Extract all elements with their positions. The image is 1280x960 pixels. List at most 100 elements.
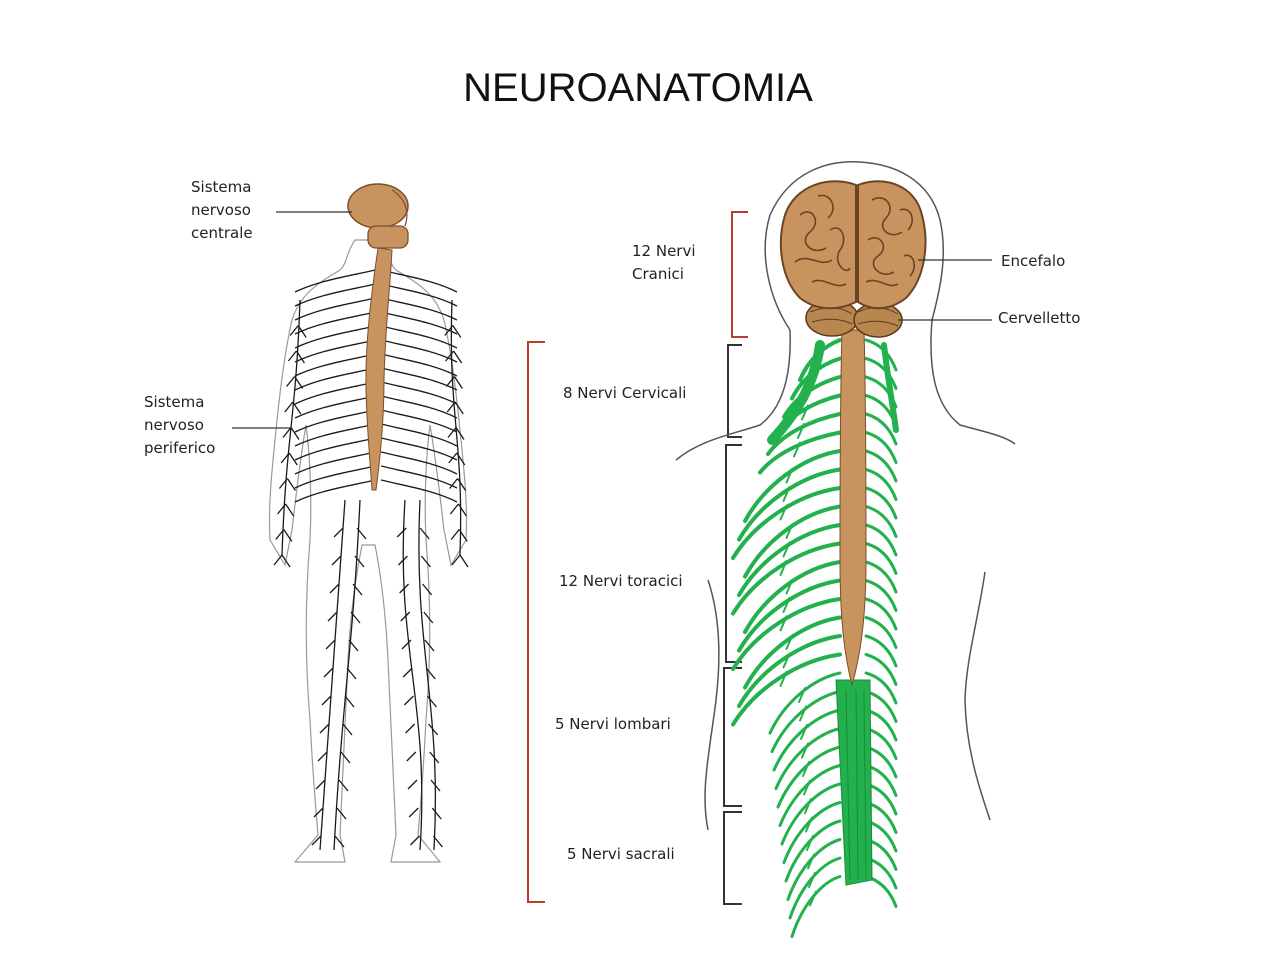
- nerve-branch: [294, 437, 376, 461]
- leg-nerve-twig: [319, 723, 353, 736]
- right-spinal-nerve: [864, 449, 898, 483]
- nerve-branch: [294, 465, 376, 489]
- arm-nerve-twig: [448, 452, 466, 466]
- leg-nerve-twig: [321, 695, 355, 708]
- nerve-branch: [294, 325, 376, 349]
- arm-nerve-twig: [273, 554, 291, 568]
- nerve-branch: [380, 367, 458, 391]
- arm-nerve-twig: [447, 427, 465, 440]
- right-shoulder-outline: [930, 319, 1016, 445]
- right-spinal-nerve: [864, 486, 898, 520]
- arm-nerve-twig: [445, 376, 463, 389]
- arm-nerve-twig: [444, 325, 462, 338]
- left-spinal-nerve: [782, 801, 842, 864]
- left-body-figure: Sistema nervoso centrale Sistema nervoso…: [144, 178, 469, 863]
- nerve-branch: [380, 269, 458, 293]
- leg-nerve-twig: [402, 667, 436, 680]
- leg-nerve-twig: [405, 723, 439, 736]
- spinal-nerve-twig: [809, 890, 817, 907]
- arm-nerve-twig: [286, 376, 304, 389]
- spinal-nerve-twig: [779, 615, 788, 632]
- spinal-nerve-twig: [785, 467, 794, 484]
- leg-nerve-twig: [409, 835, 443, 848]
- green-spinal-nerves: [731, 338, 899, 938]
- nerve-branch: [380, 353, 458, 377]
- left-spinal-nerve: [774, 727, 842, 790]
- spinal-nerve-twig: [785, 634, 794, 650]
- cervical-nerves-label: 8 Nervi Cervicali: [563, 384, 686, 402]
- arm-nerve-twig: [450, 529, 468, 542]
- cervical-bracket: [727, 344, 742, 438]
- lumbar-bracket: [723, 667, 742, 807]
- left-spinal-nerve: [786, 838, 842, 901]
- arm-nerve-twig: [275, 529, 293, 542]
- arm-nerve-twig: [280, 452, 298, 466]
- spinal-nerve-twig: [782, 486, 791, 502]
- nerve-branch: [380, 479, 458, 503]
- spinal-nerve-twig: [805, 816, 813, 833]
- nerve-branch: [380, 437, 458, 461]
- leg-nerve: [319, 499, 346, 851]
- left-spinal-nerve: [737, 467, 842, 542]
- spinal-nerve-twig: [797, 423, 805, 439]
- left-shoulder-outline: [675, 329, 791, 461]
- body-outline: [268, 239, 468, 863]
- leg-nerve-twig: [325, 639, 359, 652]
- cervical-plexus-right: [881, 342, 899, 433]
- left-spinal-cord: [365, 247, 393, 491]
- right-spinal-nerve: [864, 431, 898, 464]
- spinal-nerve-twig: [798, 687, 806, 703]
- cns-label: Sistema nervoso centrale: [191, 178, 256, 242]
- cranial-label-line-1: 12 Nervi: [632, 242, 696, 260]
- cns-label-line-3: centrale: [191, 224, 253, 242]
- right-spinal-nerve: [864, 560, 898, 594]
- pns-label-line-1: Sistema: [144, 393, 204, 411]
- head-outline: [764, 161, 945, 331]
- left-spinal-nerve: [743, 560, 842, 634]
- left-spinal-nerve: [737, 634, 842, 708]
- red-brackets: [527, 211, 748, 903]
- leg-nerve-twig: [313, 807, 347, 820]
- cranial-nerves-label: 12 Nervi Cranici: [632, 242, 700, 283]
- spinal-nerve-twig: [799, 705, 807, 722]
- sacral-bracket: [723, 811, 742, 905]
- right-spinal-nerve: [864, 579, 898, 612]
- pns-label-line-3: periferico: [144, 439, 215, 457]
- cauda-equina: [835, 679, 873, 886]
- lumbar-nerves-label: 5 Nervi lombari: [555, 715, 671, 733]
- spinal-nerve-twig: [779, 504, 788, 521]
- encephalon-label: Encefalo: [1001, 252, 1065, 270]
- arm-nerve-twig: [445, 350, 463, 364]
- cranial-label-line-2: Cranici: [632, 265, 684, 283]
- leg-nerve-twig: [408, 807, 442, 820]
- left-spinal-nerve: [772, 708, 842, 772]
- spinal-nerve-twig: [807, 853, 815, 870]
- arm-nerve-twig: [449, 478, 467, 491]
- leg-nerve-twig: [400, 611, 434, 624]
- left-spinal-nerve: [784, 819, 842, 883]
- sacral-nerves-label: 5 Nervi sacrali: [567, 845, 675, 863]
- right-spinal-nerve: [864, 468, 898, 501]
- left-spinal-nerve: [766, 412, 842, 456]
- spinal-nerve-twig: [793, 441, 801, 458]
- pns-label-line-2: nervoso: [144, 416, 204, 434]
- left-spinal-nerve: [737, 578, 842, 653]
- cns-label-line-2: nervoso: [191, 201, 251, 219]
- left-spinal-nerve: [731, 541, 842, 616]
- slide-title: NEUROANATOMIA: [463, 66, 813, 110]
- spinal-nerve-twig: [803, 779, 811, 796]
- arm-nerve-twig: [284, 401, 302, 415]
- right-spinal-cord: [839, 329, 867, 687]
- left-spinal-nerve: [743, 504, 842, 579]
- left-spinal-nerve: [743, 449, 842, 523]
- leg-nerve-twig: [399, 583, 433, 596]
- spinal-nerve-twig: [801, 404, 809, 421]
- right-spinal-nerve: [864, 616, 898, 649]
- spinal-nerve-twig: [808, 872, 816, 888]
- right-spinal-nerve: [864, 357, 898, 390]
- nerve-branch: [294, 297, 376, 321]
- nerve-branch: [380, 409, 458, 433]
- nerve-branch: [294, 451, 376, 475]
- left-spinal-nerve: [743, 615, 842, 690]
- right-spinal-nerve: [864, 597, 898, 631]
